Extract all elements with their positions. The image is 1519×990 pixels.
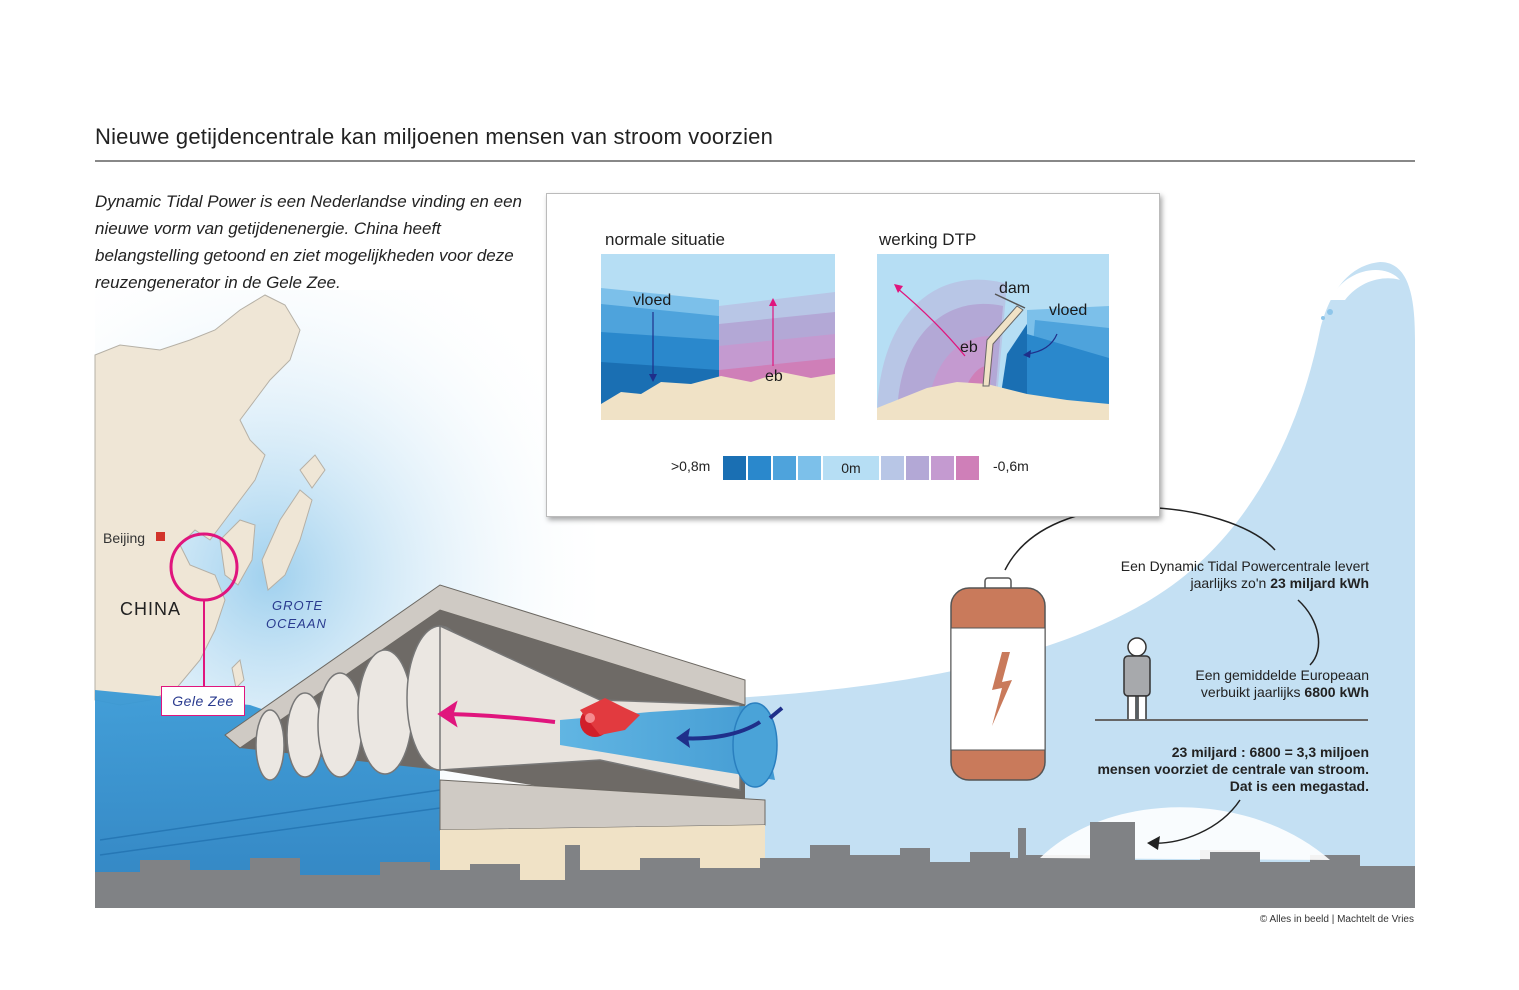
connector-arc-right [1297, 599, 1320, 666]
dam-wall [982, 305, 1024, 387]
page-title: Nieuwe getijdencentrale kan miljoenen me… [95, 124, 774, 149]
credits: © Alles in beeld | Machtelt de Vries [1259, 914, 1414, 925]
legend-mid-label: 0m [841, 460, 861, 476]
stat-production-prefix: jaarlijks zo'n [1190, 575, 1271, 591]
gele-zee-text: Gele Zee [172, 693, 234, 709]
legend-swatch [906, 456, 929, 480]
stat-conclusion-line3: Dat is een megastad. [1229, 778, 1369, 794]
flow-dash [768, 706, 784, 720]
stat-consumption: Een gemiddelde Europeaan verbuikt jaarli… [1195, 667, 1369, 701]
legend-min-label: >0,8m [671, 458, 711, 474]
legend-swatch [798, 456, 821, 480]
label-ocean-line1: GROTE [272, 598, 324, 613]
label-beijing: Beijing [103, 530, 146, 546]
stat-conclusion: 23 miljard : 6800 = 3,3 miljoen mensen v… [1097, 744, 1369, 795]
seabed [877, 382, 1109, 420]
dtp-working-diagram [877, 254, 1109, 420]
label-ocean-line2: OCEAAN [266, 616, 327, 631]
panel-right-title: werking DTP [879, 230, 977, 249]
legend-swatch-mid: 0m [823, 456, 879, 480]
turbine [580, 698, 640, 737]
stat-production-value: 23 miljard kWh [1270, 575, 1369, 591]
stat-conclusion-line1: 23 miljard : 6800 = 3,3 miljoen [1171, 744, 1369, 760]
title-divider [95, 160, 1415, 162]
person-icon [1123, 637, 1151, 721]
korea-land [219, 519, 256, 586]
tube-mouth [732, 702, 778, 788]
wave-crest [1330, 269, 1400, 300]
label-dam: dam [999, 280, 1031, 297]
stat-conclusion-line2: mensen voorziet de centrale van stroom. [1097, 761, 1369, 777]
normal-situation-diagram [601, 254, 835, 420]
beijing-marker [156, 532, 165, 541]
city-skyline [95, 822, 1415, 908]
dam-arcade [99, 789, 441, 856]
flow-arrow-in [679, 720, 762, 741]
connector-arc-bottom [1149, 799, 1241, 844]
panel-left-title: normale situatie [605, 230, 726, 249]
stat-consumption-line1: Een gemiddelde Europeaan [1195, 667, 1369, 683]
stat-production: Een Dynamic Tidal Powercentrale levert j… [1121, 558, 1369, 592]
intro-text: Dynamic Tidal Power is een Nederlandse v… [95, 192, 522, 292]
legend-swatch [723, 456, 746, 480]
label-china: CHINA [120, 599, 182, 619]
label-eb-right: eb [960, 339, 978, 356]
dtp-inset-panel: normale situatie werking DTP vloed eb [546, 193, 1160, 517]
japan-north [299, 454, 326, 489]
seabed [601, 372, 835, 420]
city-skyline-front [1090, 822, 1415, 880]
dtp-structure [224, 584, 784, 880]
wave-droplet [1327, 309, 1333, 315]
label-eb-left: eb [765, 368, 783, 385]
sea-front [95, 690, 440, 880]
stat-production-line1: Een Dynamic Tidal Powercentrale levert [1120, 558, 1369, 574]
stat-production-line2: jaarlijks zo'n 23 miljard kWh [1121, 575, 1369, 592]
stat-consumption-prefix: verbuikt jaarlijks [1200, 684, 1305, 700]
gele-zee-label: Gele Zee [161, 686, 245, 716]
wave-droplet [1321, 316, 1325, 320]
label-vloed-right: vloed [1049, 302, 1088, 319]
legend-scale: 0m [723, 456, 979, 480]
stat-consumption-line2: verbuikt jaarlijks 6800 kWh [1195, 684, 1369, 701]
china-land [94, 294, 301, 706]
legend-swatch [881, 456, 904, 480]
legend-swatch [773, 456, 796, 480]
legend-swatch [748, 456, 771, 480]
legend-swatch [956, 456, 979, 480]
taiwan-land [231, 658, 245, 690]
battery-icon [950, 577, 1046, 781]
legend-swatch [931, 456, 954, 480]
japan-land [261, 489, 313, 591]
stat-consumption-value: 6800 kWh [1304, 684, 1369, 700]
legend-max-label: -0,6m [993, 458, 1029, 474]
lightning-icon [992, 652, 1012, 726]
label-vloed-left: vloed [633, 292, 672, 309]
big-wave [700, 262, 1415, 890]
